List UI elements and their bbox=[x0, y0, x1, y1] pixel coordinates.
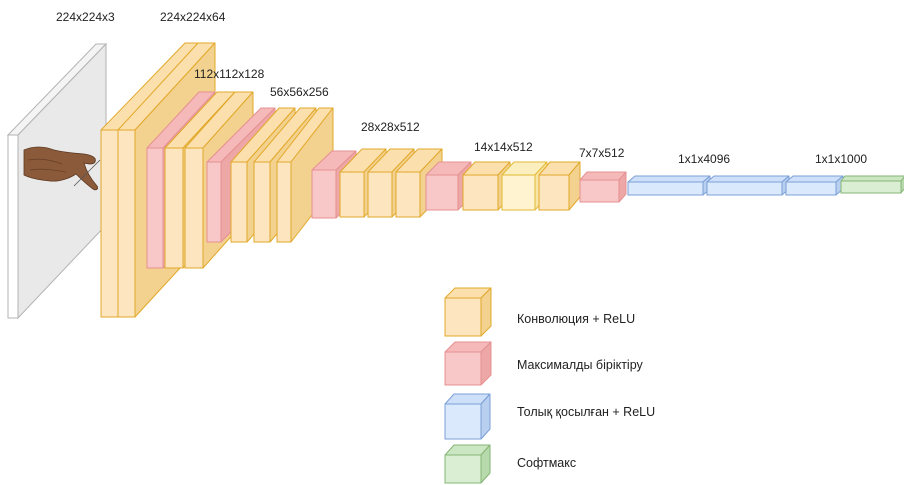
legend-swatch-pool bbox=[445, 342, 491, 385]
fc3-layer bbox=[786, 176, 843, 195]
label-pool5-dim: 7x7x512 bbox=[579, 146, 624, 160]
label-conv3-dim: 56x56x256 bbox=[270, 85, 329, 99]
legend-swatch-softmax bbox=[445, 445, 490, 483]
softmax-layer bbox=[841, 176, 904, 193]
legend-label-conv: Конволюция + ReLU bbox=[517, 312, 635, 326]
label-conv2-dim: 112x112x128 bbox=[194, 67, 264, 81]
legend-swatch-conv bbox=[445, 288, 491, 336]
fc1-layer bbox=[628, 176, 710, 195]
fc2-layer bbox=[707, 176, 789, 195]
label-fc-dim: 1x1x4096 bbox=[678, 152, 730, 166]
legend-label-pool: Максималды біріктіру bbox=[517, 358, 643, 372]
conv5-layer-c bbox=[539, 162, 580, 210]
label-conv1-dim: 224x224x64 bbox=[160, 10, 225, 24]
legend-label-softmax: Софтмакс bbox=[517, 456, 576, 470]
legend-label-fc: Толық қосылған + ReLU bbox=[517, 405, 655, 419]
label-output-dim: 1x1x1000 bbox=[815, 152, 867, 166]
label-input-dim: 224x224x3 bbox=[56, 10, 115, 24]
label-conv5-dim: 14x14x512 bbox=[474, 140, 533, 154]
legend-swatch-fc bbox=[445, 394, 490, 439]
label-conv4-dim: 28x28x512 bbox=[361, 120, 420, 134]
input-image-panel bbox=[8, 44, 106, 318]
pool5-layer bbox=[580, 172, 626, 202]
